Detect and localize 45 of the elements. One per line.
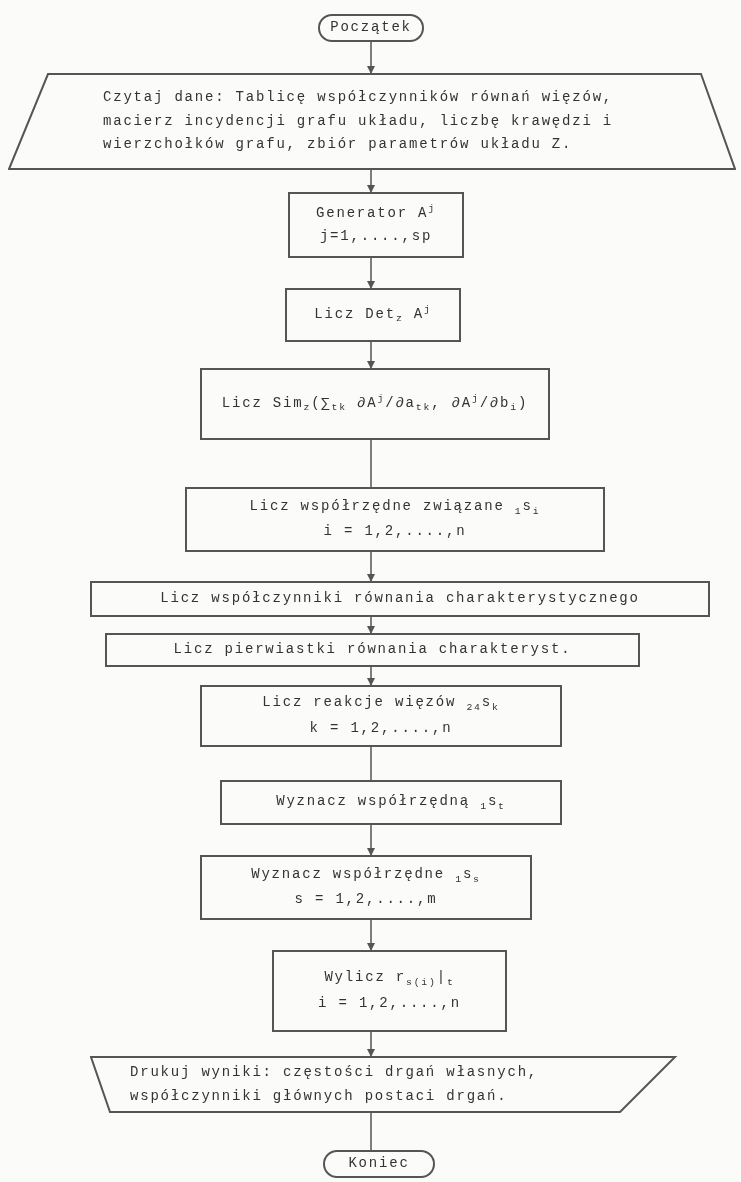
connector-line bbox=[370, 439, 372, 488]
step-text: i = 1,2,....,n bbox=[323, 522, 467, 542]
step-text: Początek bbox=[330, 18, 412, 38]
step-text: Wyznacz współrzędną $_{1}$s$_{t}$ bbox=[276, 791, 506, 814]
step-text: s = 1,2,....,m bbox=[294, 890, 438, 910]
step-text: Licz Sim$_{z}$(∑$_{tk}$ ∂A$^{j}$/∂a$_{tk}$, ∂A$^{j}$/∂b$_{i}$) bbox=[221, 391, 529, 416]
step-text: Licz współrzędne związane $_{1}$s$_{i}$ bbox=[249, 496, 541, 519]
arrow bbox=[367, 257, 375, 289]
step-text: Licz reakcje więzów $_{24}$s$_{k}$ bbox=[262, 693, 500, 716]
arrow bbox=[367, 41, 375, 74]
step-text: j=1,....,sp bbox=[319, 227, 433, 247]
connector-line bbox=[370, 1112, 372, 1151]
step-text: Czytaj dane: Tablicę współczynników równań więzów, macierz incydencji grafu układu, liczbę krawędzi i wierzchołków grafu, zbiór parametrów układu Z. bbox=[103, 87, 615, 155]
terminal-box bbox=[323, 1150, 435, 1178]
arrow bbox=[367, 616, 375, 634]
arrow bbox=[367, 551, 375, 582]
process-box bbox=[200, 368, 550, 440]
step-text: k = 1,2,....,n bbox=[309, 718, 453, 738]
input-box bbox=[8, 73, 736, 170]
process-box bbox=[90, 581, 710, 617]
process-box bbox=[200, 855, 532, 920]
step-text: Licz współczynniki równania charakterystycznego bbox=[160, 589, 640, 609]
process-box bbox=[185, 487, 605, 552]
arrow bbox=[367, 824, 375, 856]
step-text: i = 1,2,....,n bbox=[318, 993, 461, 1013]
process-box bbox=[220, 780, 562, 825]
process-box bbox=[272, 950, 507, 1032]
step-text: Koniec bbox=[348, 1154, 410, 1174]
arrow bbox=[367, 341, 375, 369]
arrow bbox=[367, 1031, 375, 1057]
step-text: Licz pierwiastki równania charakteryst. bbox=[173, 640, 572, 660]
process-box bbox=[105, 633, 640, 667]
step-text: Wylicz r$_{s(i)}$|$_{t}$ bbox=[324, 968, 455, 991]
step-text: Wyznacz współrzędne $_{1}$s$_{s}$ bbox=[251, 864, 481, 887]
terminal-box bbox=[318, 14, 424, 42]
connector-line bbox=[370, 746, 372, 781]
process-box bbox=[288, 192, 464, 258]
arrow bbox=[367, 666, 375, 686]
process-box bbox=[200, 685, 562, 747]
step-text: Drukuj wyniki: częstości drgań własnych, współczynniki głównych postaci drgań. bbox=[130, 1062, 540, 1106]
step-text: Licz Det$_{z}$ A$^{j}$ bbox=[314, 302, 432, 327]
arrow bbox=[367, 919, 375, 951]
process-box bbox=[285, 288, 461, 342]
step-text: Generator A$^{j}$ bbox=[316, 201, 436, 223]
arrow bbox=[367, 169, 375, 193]
